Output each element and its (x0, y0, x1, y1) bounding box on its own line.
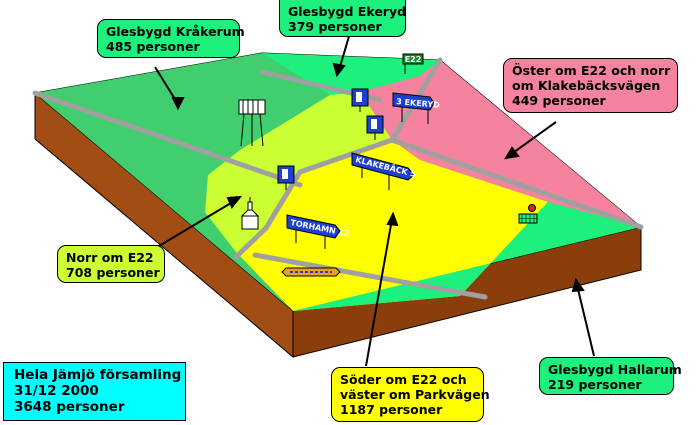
callout-krakerum-line1: Glesbygd Kråkerum (106, 24, 245, 39)
summary-line1: Hela Jämjö församling (14, 367, 182, 383)
sign-e22-text: E22 (405, 55, 422, 64)
road-torhamn (252, 252, 488, 300)
gas-station-icon (351, 88, 369, 112)
summary-line3: 3648 personer (14, 399, 125, 415)
callout-soder: Söder om E22 och väster om Parkvägen 118… (331, 367, 490, 422)
callout-hallarum: Glesbygd Hallarum 219 personer (539, 357, 682, 395)
callout-oster-line2: om Klakebäcksvägen (512, 78, 661, 93)
callout-krakerum: Glesbygd Kråkerum 485 personer (97, 19, 245, 58)
sign-ekeryd-text: 3 EKERYD (396, 97, 441, 110)
church-icon (240, 197, 260, 230)
summary-box: Hela Jämjö församling 31/12 2000 3648 pe… (3, 362, 186, 421)
callout-ekeryd-line1: Glesbygd Ekeryd (288, 4, 407, 19)
water-tower-icon (238, 99, 266, 147)
callout-soder-line1: Söder om E22 och (340, 372, 467, 387)
callout-oster-line1: Öster om E22 och norr (512, 63, 671, 78)
pointer-lines (148, 32, 595, 367)
callout-soder-line3: 1187 personer (340, 402, 443, 417)
gas-station-icon (366, 115, 384, 140)
callout-oster-line3: 449 personer (512, 93, 606, 108)
gas-station-icon (277, 165, 295, 190)
callout-norr: Norr om E22 708 personer (57, 245, 165, 283)
callout-ekeryd-line2: 379 personer (288, 19, 382, 34)
sign-ekeryd: 3 EKERYD (392, 92, 441, 124)
road-e22 (233, 57, 443, 260)
callout-norr-line2: 708 personer (66, 265, 160, 280)
zone-ekeryd (262, 53, 440, 95)
school-icon (281, 267, 341, 277)
callout-soder-line2: väster om Parkvägen (340, 387, 490, 402)
roads (32, 57, 644, 300)
sign-e22: E22 (402, 53, 424, 74)
summary-line2: 31/12 2000 (14, 383, 99, 399)
callout-ekeryd: Glesbygd Ekeryd 379 personer (279, 0, 406, 37)
callout-krakerum-line2: 485 personer (106, 39, 200, 54)
sports-ground-icon (518, 204, 538, 224)
callout-norr-line1: Norr om E22 (66, 250, 154, 265)
callout-hallarum-line1: Glesbygd Hallarum (548, 362, 682, 377)
zone-hallarum (293, 202, 641, 311)
road-krakerum (32, 90, 303, 188)
callout-hallarum-line2: 219 personer (548, 377, 642, 392)
road-klakeback (389, 137, 644, 230)
callout-oster: Öster om E22 och norr om Klakebäcksvägen… (503, 58, 678, 113)
